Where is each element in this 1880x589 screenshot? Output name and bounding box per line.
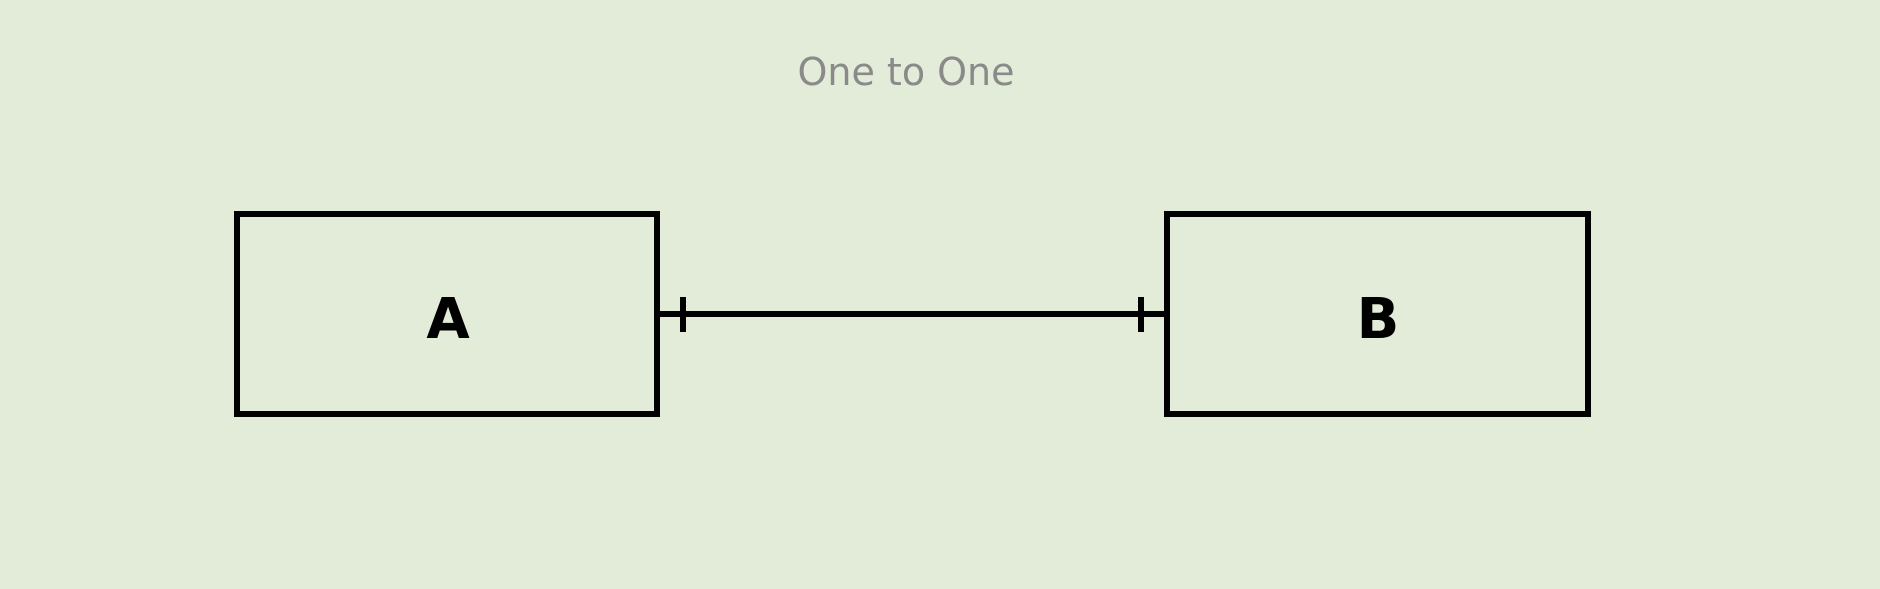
entity-b: B (1164, 211, 1591, 417)
entity-a: A (234, 211, 660, 417)
diagram-title: One to One (797, 50, 1015, 94)
entity-a-label: A (426, 287, 470, 352)
entity-b-label: B (1357, 287, 1400, 352)
relationship-connector (657, 297, 1167, 332)
